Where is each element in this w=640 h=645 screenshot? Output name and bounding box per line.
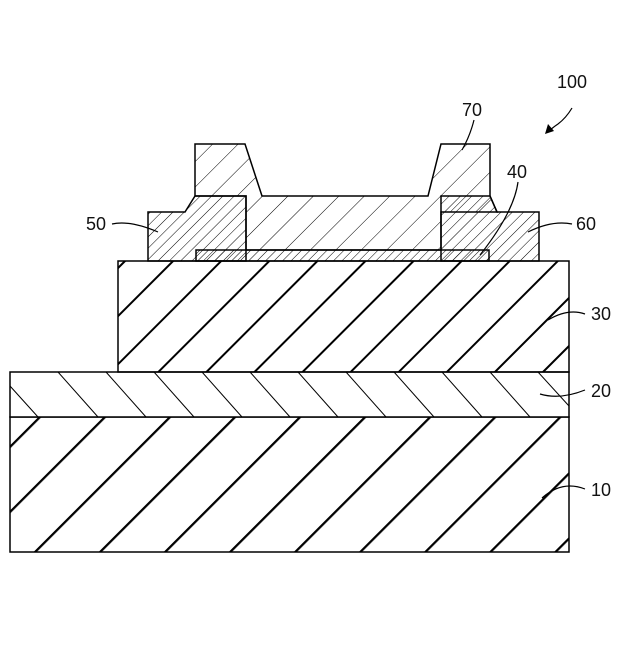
label-100: 100 <box>557 72 587 92</box>
layer-30 <box>118 261 569 372</box>
label-40: 40 <box>507 162 527 182</box>
label-20: 20 <box>591 381 611 401</box>
substrate-layer-10 <box>10 417 569 552</box>
arrow-100 <box>545 108 572 134</box>
label-30: 30 <box>591 304 611 324</box>
label-10: 10 <box>591 480 611 500</box>
label-60: 60 <box>576 214 596 234</box>
layer-20 <box>10 372 569 417</box>
layer-40 <box>196 250 489 261</box>
label-50: 50 <box>86 214 106 234</box>
label-70: 70 <box>462 100 482 120</box>
